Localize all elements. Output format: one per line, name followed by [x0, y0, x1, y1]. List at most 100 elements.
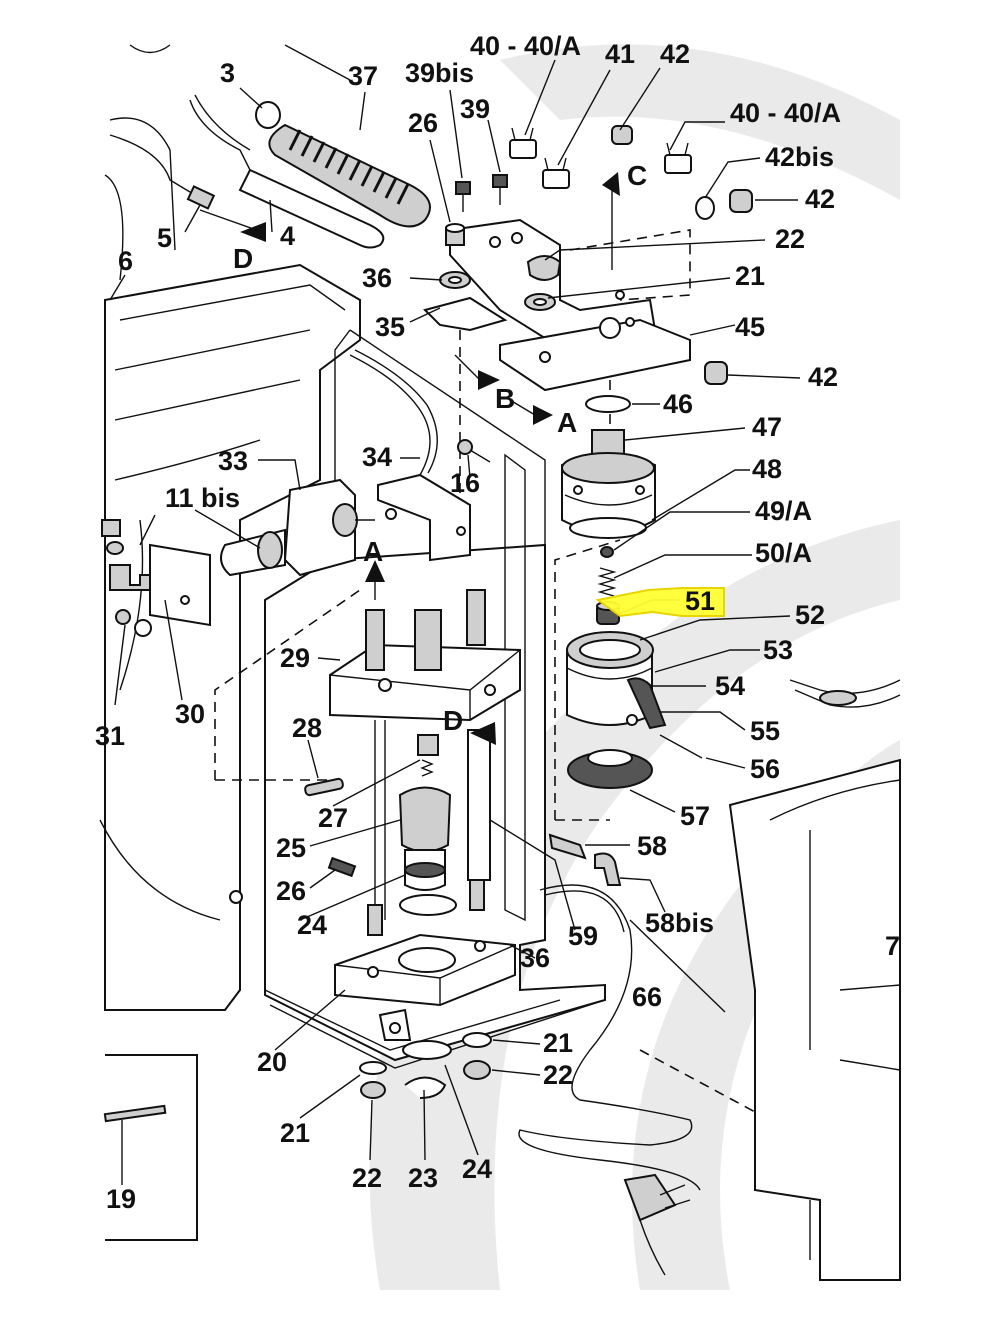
label-37: 37 [348, 61, 378, 91]
label-20: 20 [257, 1047, 287, 1077]
fitting-58 [548, 833, 622, 886]
label-35: 35 [375, 312, 405, 342]
label-57: 57 [680, 801, 710, 831]
section-d-top: D [233, 243, 253, 274]
label-42-right: 42 [805, 184, 835, 214]
pin-28 [304, 777, 344, 797]
machine-housing [99, 44, 361, 1011]
label-36-bottom: 36 [520, 943, 550, 973]
label-52: 52 [795, 600, 825, 630]
section-c: C [627, 160, 647, 191]
detail-box-19 [103, 1054, 198, 1241]
label-16: 16 [450, 468, 480, 498]
label-22-bottom: 22 [352, 1163, 382, 1193]
label-30: 30 [175, 699, 205, 729]
ring-nut-57 [567, 749, 653, 789]
label-31: 31 [95, 721, 125, 751]
label-58: 58 [637, 831, 667, 861]
screws-39 [455, 174, 508, 212]
label-27: 27 [318, 803, 348, 833]
label-46: 46 [663, 389, 693, 419]
label-48: 48 [752, 454, 782, 484]
label-24-mid: 24 [297, 910, 327, 940]
gasket-24 [399, 894, 457, 916]
label-22-mid: 22 [543, 1060, 573, 1090]
label-59: 59 [568, 921, 598, 951]
cable-connector-5 [109, 134, 216, 210]
label-23: 23 [408, 1163, 438, 1193]
label-50a: 50/A [755, 538, 812, 568]
label-40-40a-top: 40 - 40/A [470, 31, 581, 61]
label-45: 45 [735, 312, 765, 342]
thermostats-40-41 [509, 127, 692, 189]
label-51-highlighted: 51 [685, 586, 715, 616]
label-56: 56 [750, 754, 780, 784]
section-d-bottom: D [443, 705, 463, 736]
section-b: B [495, 383, 515, 414]
thermostat-bracket-45 [449, 218, 691, 392]
shower-valve-25 [398, 786, 452, 891]
label-11bis: 11 bis [165, 483, 240, 513]
leader-lines [109, 59, 801, 1185]
section-arrows [199, 172, 620, 745]
label-4: 4 [280, 221, 295, 251]
label-3: 3 [220, 58, 235, 88]
label-6: 6 [118, 246, 133, 276]
label-34: 34 [362, 442, 392, 472]
label-42-mid: 42 [808, 362, 838, 392]
label-53: 53 [763, 635, 793, 665]
spring-27 [420, 759, 434, 777]
label-58bis: 58bis [645, 908, 714, 938]
label-66: 66 [632, 982, 662, 1012]
caps-42 [611, 125, 753, 385]
group-head-47 [561, 429, 656, 534]
fittings-11bis [101, 519, 211, 637]
label-21-top: 21 [735, 261, 765, 291]
label-42-top: 42 [660, 39, 690, 69]
base-plate-20 [334, 933, 516, 1007]
label-21-mid: 21 [543, 1028, 573, 1058]
section-a-right: A [557, 407, 577, 438]
valve-49a [600, 546, 614, 558]
label-21-bottom: 21 [280, 1118, 310, 1148]
pump-33 [220, 478, 375, 577]
label-25: 25 [276, 833, 306, 863]
o-ring-46 [585, 395, 631, 413]
label-26-top: 26 [408, 108, 438, 138]
label-28: 28 [292, 713, 322, 743]
screw-26 [327, 856, 357, 878]
label-40-40a: 40 - 40/A [730, 98, 841, 128]
label-42bis: 42bis [765, 142, 834, 172]
bracket-35 [423, 296, 508, 332]
pin-56 [659, 734, 703, 759]
label-55: 55 [750, 716, 780, 746]
screw-16 [457, 439, 491, 463]
screws-washers-36-26 [439, 223, 562, 311]
section-markers: D C B A A D [233, 160, 647, 736]
label-47: 47 [752, 412, 782, 442]
label-33: 33 [218, 446, 248, 476]
spring-50a [597, 567, 617, 597]
label-22-top: 22 [775, 224, 805, 254]
gasket-48 [569, 517, 647, 539]
o-ring-3 [255, 101, 281, 129]
label-39bis: 39bis [405, 58, 474, 88]
part-labels: 3 37 39bis 40 - 40/A 41 42 26 39 40 - 40… [95, 31, 900, 1214]
bracket-34 [349, 349, 471, 562]
lower-fixings-21-22-23-24 [359, 1008, 492, 1099]
label-7: 7 [885, 931, 900, 961]
label-54: 54 [715, 671, 745, 701]
power-cord-66 [518, 884, 701, 1276]
boiler-block-29 [329, 589, 521, 936]
section-a-left: A [363, 536, 383, 567]
label-39: 39 [460, 94, 490, 124]
label-26-bottom: 26 [276, 876, 306, 906]
thermal-probe-4 [189, 94, 385, 249]
label-41: 41 [605, 39, 635, 69]
label-36-top: 36 [362, 263, 392, 293]
label-5: 5 [157, 223, 172, 253]
highlight-51 [595, 587, 725, 618]
label-19: 19 [106, 1184, 136, 1214]
heating-resistor-37 [268, 123, 431, 228]
